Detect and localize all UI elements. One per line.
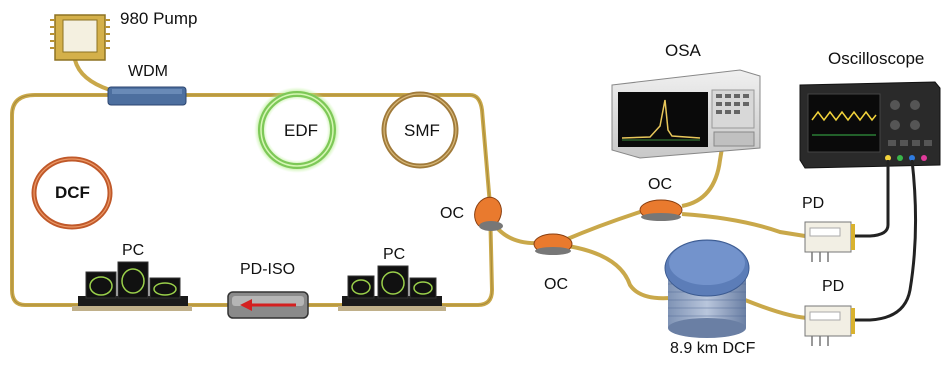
pc-right-icon: [338, 265, 446, 311]
osa-label: OSA: [665, 41, 701, 60]
oc-lower-label: OC: [544, 276, 568, 293]
edf-coil-icon: [254, 87, 340, 173]
fiber-spool-to-pd: [744, 298, 811, 320]
fiber-upper-oc-to-pd: [681, 212, 806, 238]
fiber-loop: [10, 93, 495, 307]
dcf-spool-label: 8.9 km DCF: [670, 340, 756, 357]
pump-label: 980 Pump: [120, 9, 198, 28]
osa-instrument-icon: [611, 69, 761, 159]
pc-right-label: PC: [383, 246, 406, 263]
pump-fiber: [73, 59, 111, 92]
dcf-ring-label: DCF: [55, 183, 90, 202]
pd-upper-label: PD: [802, 195, 825, 212]
pc-left-label: PC: [122, 242, 145, 259]
pump-laser-icon: [50, 14, 110, 61]
isolator-icon: [227, 291, 309, 319]
dcf-coil-icon: [31, 156, 113, 230]
smf-label: SMF: [404, 121, 440, 140]
fiber-upper-oc-to-osa: [681, 147, 724, 208]
pd-iso-label: PD-ISO: [240, 261, 296, 278]
cable-to-upper-pd: [850, 160, 890, 238]
coupler-lower-icon: [533, 233, 573, 255]
pd-lower-icon: [804, 305, 855, 346]
fiber-to-upper-oc: [564, 210, 641, 242]
cable-to-lower-pd: [852, 159, 918, 322]
coupler-upper-icon: [639, 199, 683, 221]
dcf-spool-icon: [664, 239, 750, 338]
smf-coil-icon: [381, 91, 459, 169]
oc-main-label: OC: [440, 205, 464, 222]
pd-upper-icon: [804, 221, 855, 262]
pc-left-icon: [72, 261, 192, 311]
fiber-lower-oc-to-spool: [567, 244, 671, 301]
coupler-main-icon: [474, 196, 503, 231]
oscilloscope-icon: [799, 81, 941, 169]
pd-lower-label: PD: [822, 278, 845, 295]
oscilloscope-label: Oscilloscope: [828, 49, 925, 68]
edf-label: EDF: [284, 121, 318, 140]
oc-upper-label: OC: [648, 176, 672, 193]
wdm-label: WDM: [128, 63, 168, 80]
